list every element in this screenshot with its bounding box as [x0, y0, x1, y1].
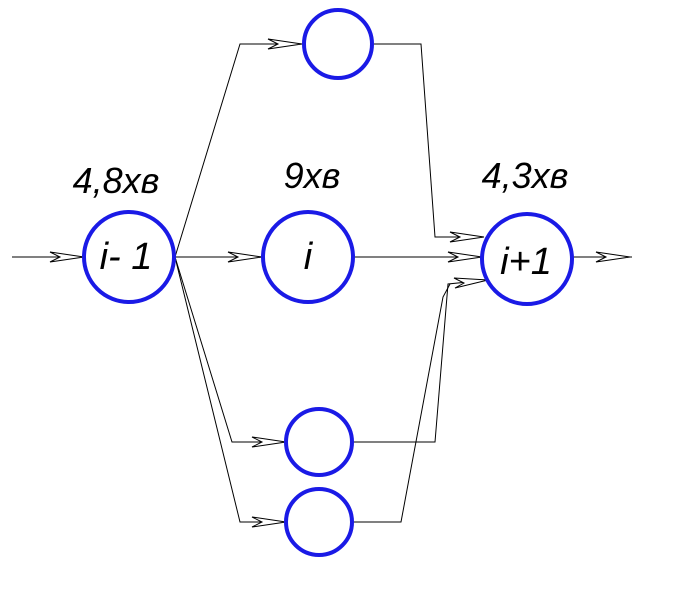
node-current-label: i — [304, 236, 314, 278]
node-top — [302, 8, 374, 80]
node-current: i — [261, 210, 355, 304]
duration-current: 9хв — [284, 155, 341, 196]
node-next-circle — [480, 212, 574, 306]
arrowheads — [49, 38, 631, 528]
arrowhead-top — [267, 38, 303, 50]
duration-next: 4,3хв — [482, 155, 569, 196]
node-next: i+1 — [480, 212, 574, 306]
edge-bottom2-to-next — [352, 283, 451, 523]
node-bottom1-circle — [284, 407, 354, 477]
node-top-circle — [302, 8, 374, 80]
arrowhead-input — [49, 251, 85, 263]
arrowhead-bottom-to-next — [453, 277, 489, 289]
node-prev: i- 1 — [82, 210, 176, 304]
arrowhead-bottom2 — [251, 516, 287, 528]
arrowhead-output — [595, 251, 631, 263]
node-bottom2 — [284, 487, 354, 557]
edge-prev-to-bottom2 — [174, 256, 287, 523]
arrowhead-current — [227, 251, 263, 263]
edges — [12, 43, 632, 523]
node-current-circle — [261, 210, 355, 304]
duration-prev: 4,8хв — [73, 160, 160, 201]
node-next-label: i+1 — [500, 241, 552, 283]
arrowhead-current-to-next — [447, 251, 483, 263]
node-prev-label: i- 1 — [100, 236, 153, 278]
arrowhead-bottom1 — [251, 436, 287, 448]
arrowhead-top-to-next — [449, 231, 485, 243]
node-prev-circle — [82, 210, 176, 304]
node-bottom2-circle — [284, 487, 354, 557]
node-bottom1 — [284, 407, 354, 477]
edge-top-to-next — [374, 43, 484, 238]
